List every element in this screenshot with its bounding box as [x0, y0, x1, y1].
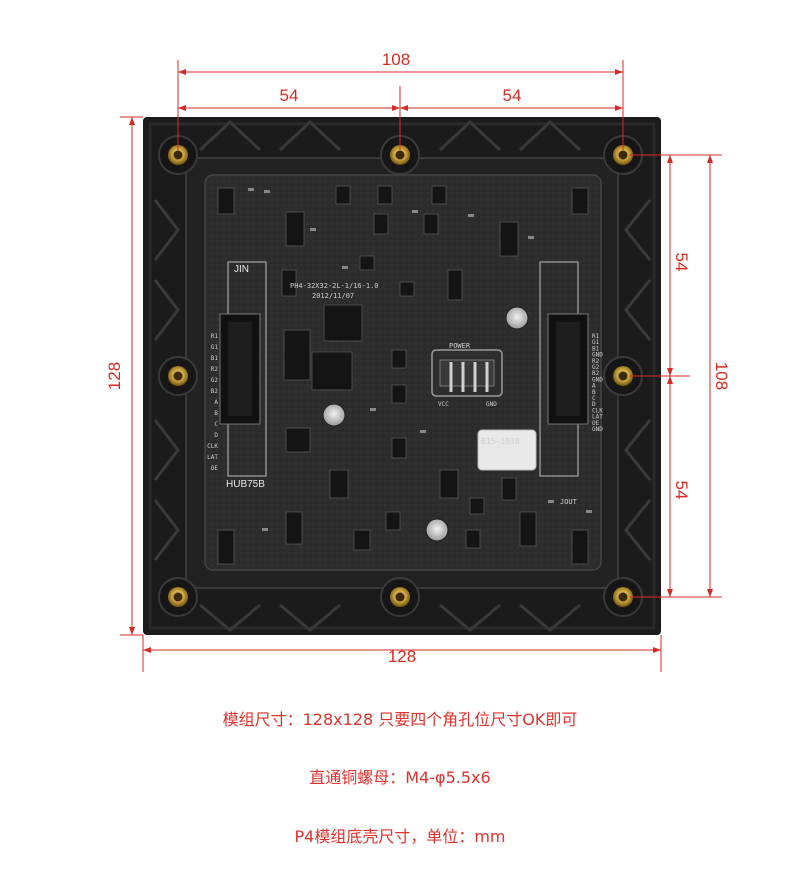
jin-label: JIN: [234, 264, 249, 275]
dimension-lines: [120, 60, 722, 672]
pin-label: G1: [211, 344, 219, 351]
pin-label: C: [592, 395, 596, 402]
dim-right-lower: 54: [672, 481, 691, 500]
pin-label: C: [214, 421, 218, 428]
vcc-label: VCC: [438, 401, 449, 408]
date-marking: 2012/11/07: [312, 292, 354, 300]
pin-label: R1: [592, 333, 600, 340]
pin-label: A: [214, 399, 218, 406]
dim-right-total: 108: [712, 362, 731, 390]
pin-label: B1: [592, 345, 600, 352]
caption-brass-nut: 直通铜螺母：M4-φ5.5x6: [309, 768, 491, 787]
pin-label: B: [592, 389, 596, 396]
gnd-label: GND: [486, 401, 497, 408]
pin-label: OE: [211, 465, 219, 472]
pin-label: GND: [592, 352, 603, 359]
pin-label: R1: [211, 333, 219, 340]
sticker-text: B15-1938: [481, 437, 520, 446]
caption-units: P4模组底壳尺寸，单位：mm: [294, 827, 506, 846]
capacitor: [322, 306, 529, 542]
dim-top-right: 54: [503, 86, 522, 105]
pin-label: A: [592, 383, 596, 390]
pin-label: OE: [592, 420, 600, 427]
sticker: [477, 429, 537, 471]
pcb-components: [217, 185, 589, 565]
pin-label: GND: [592, 376, 603, 383]
caption-module-size: 模组尺寸：128x128 只要四个角孔位尺寸OK即可: [222, 710, 578, 729]
pcb-board: [204, 174, 602, 571]
jout-label: JOUT: [560, 498, 578, 506]
model-marking: PH4-32X32-2L-1/16-1.0: [290, 282, 379, 290]
dim-top-left: 54: [280, 86, 299, 105]
pin-label: G1: [592, 339, 600, 346]
dim-top-total: 108: [382, 50, 410, 69]
pin-label: B2: [211, 388, 219, 395]
pin-label: B2: [592, 370, 600, 377]
pin-label: D: [592, 401, 596, 408]
pin-label: R2: [592, 358, 600, 365]
pin-label: CLK: [592, 407, 603, 414]
pin-label: G2: [211, 377, 219, 384]
hub75b-label: HUB75B: [226, 479, 265, 490]
pin-label: CLK: [207, 443, 218, 450]
pin-label: D: [214, 432, 218, 439]
housing-ribs: [153, 119, 652, 632]
pin-label: LAT: [592, 414, 603, 421]
pin-label: LAT: [207, 454, 218, 461]
pin-label: R2: [211, 366, 219, 373]
dim-left: 128: [105, 362, 124, 390]
brass-nut: [158, 577, 198, 617]
pin-label: B: [214, 410, 218, 417]
dim-right-upper: 54: [672, 253, 691, 272]
pin-label: B1: [211, 355, 219, 362]
brass-nut: [380, 577, 420, 617]
dim-bottom: 128: [388, 647, 416, 666]
pin-label: G2: [592, 364, 600, 371]
brass-nut: [158, 356, 198, 396]
pin-label: GND: [592, 426, 603, 433]
power-label: POWER: [449, 342, 471, 350]
brass-nut: [380, 135, 420, 175]
